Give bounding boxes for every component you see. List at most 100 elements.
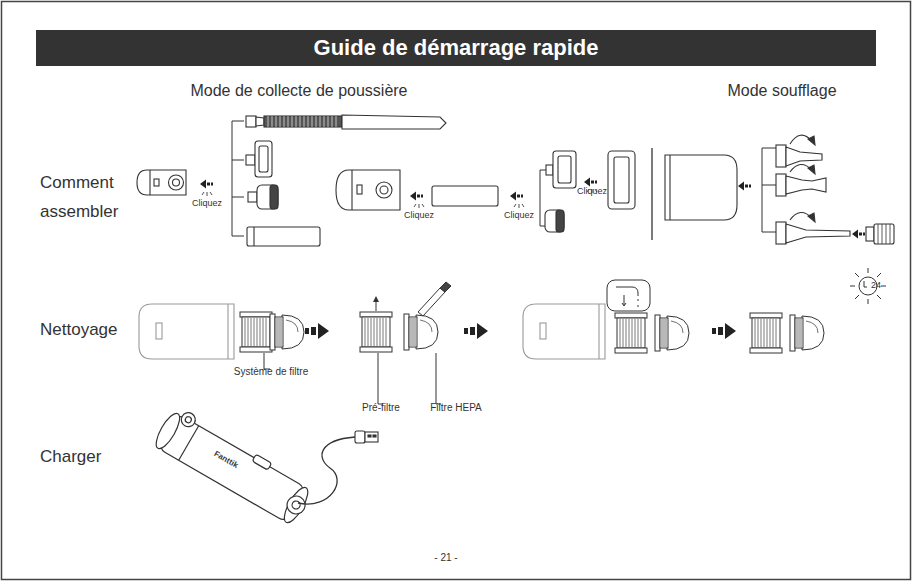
round-brush-bristles [270, 185, 278, 209]
dust-cup [523, 304, 605, 359]
body-outline [665, 155, 737, 220]
plug-connector [365, 432, 378, 442]
bracket [762, 148, 776, 232]
flow-mark [622, 295, 626, 306]
pre-filter [360, 312, 392, 352]
plug-body [355, 431, 365, 443]
leader-line [378, 353, 441, 404]
nozzle-base [776, 145, 786, 167]
arrow-head [808, 136, 815, 145]
nozzle-ring [376, 182, 392, 198]
nozzle-base [776, 222, 786, 244]
hose-coil [264, 116, 342, 127]
cleaning-brush [418, 282, 451, 316]
hepa-filter [404, 314, 438, 350]
vacuum-body [665, 155, 737, 220]
tail-grille [291, 500, 302, 511]
title-band [36, 30, 876, 66]
usb-cable [298, 437, 355, 504]
nozzle-adapter [866, 224, 894, 244]
step-arrow [464, 323, 488, 339]
brush-attachment [546, 151, 576, 188]
nozzle-hole [184, 416, 192, 424]
pre-filter [240, 312, 272, 352]
left-arrow [200, 180, 213, 189]
text-label: - 21 - [421, 552, 471, 564]
adapter-body [874, 224, 894, 244]
text-label: Charger [40, 447, 150, 467]
round-brush [545, 210, 564, 232]
left-arrow [510, 192, 523, 201]
hepa-filter [270, 314, 304, 350]
text-label: Comment assembler [40, 168, 132, 226]
cup-line [598, 304, 599, 359]
tube-line [253, 227, 254, 246]
step-arrow [305, 323, 329, 339]
crevice-tool [342, 115, 446, 129]
vacuum-device [152, 404, 318, 527]
nozzle-tip [786, 224, 850, 243]
body-line [669, 155, 670, 220]
left-arrow [852, 230, 865, 239]
dust-cup [139, 304, 234, 359]
power-button [252, 454, 272, 470]
hepa-filter [655, 315, 689, 351]
nozzle-base [776, 174, 786, 196]
arrow-head [808, 213, 815, 222]
blow-nozzle [776, 212, 850, 244]
brush-connector [246, 155, 255, 165]
hose-neck [256, 117, 264, 126]
brush-inner [614, 157, 629, 203]
device-body [158, 414, 306, 523]
plug-pin [368, 435, 371, 437]
brush-frame [608, 151, 635, 209]
adapter-ribs [878, 224, 890, 244]
brush-connector [248, 192, 257, 202]
blow-nozzle [776, 135, 822, 167]
text-label: Cliquez [567, 186, 617, 197]
vacuum-body [137, 170, 186, 195]
cup-latch [156, 323, 162, 339]
brush-head [553, 151, 576, 188]
text-label: Pré-filtre [346, 402, 416, 414]
click-marks [202, 192, 212, 196]
body-button [154, 179, 159, 186]
arrow-head [373, 296, 379, 302]
body-line [351, 170, 352, 210]
blow-nozzle [776, 164, 826, 196]
text-label: Cliquez [494, 210, 544, 221]
tube-body [247, 227, 320, 246]
brush-inner [558, 156, 571, 183]
hose-connector [246, 116, 256, 127]
adapter-neck [866, 227, 874, 241]
body-outline [336, 170, 400, 210]
device-tail [280, 484, 312, 526]
pre-filter [615, 313, 647, 353]
text-label: Filtre HEPA [416, 402, 496, 414]
vacuum-body [336, 170, 400, 210]
water-drops [638, 299, 639, 308]
drying-sun-icon [850, 268, 886, 304]
body-outline [137, 170, 186, 195]
round-brush [248, 185, 278, 209]
clock-hands [864, 281, 867, 287]
nozzle-tip [786, 147, 822, 166]
faucet [616, 287, 638, 296]
cup-latch [540, 323, 546, 339]
left-arrow [410, 192, 423, 201]
brush-front [608, 151, 635, 209]
round-brush-body [545, 210, 564, 232]
tail-grille [284, 493, 309, 518]
usb-plug [355, 431, 378, 443]
text-label: Nettoyage [40, 320, 150, 340]
hepa-filter [790, 315, 824, 351]
bracket [232, 121, 244, 236]
pre-filter [750, 313, 782, 353]
hose-ribs [268, 116, 336, 127]
device-nozzle [179, 410, 198, 429]
left-arrow [738, 182, 751, 191]
nozzle-tip [786, 176, 826, 194]
page-title: Guide de démarrage rapide [36, 30, 876, 66]
click-marks [414, 204, 424, 208]
cup-outline [139, 304, 234, 359]
